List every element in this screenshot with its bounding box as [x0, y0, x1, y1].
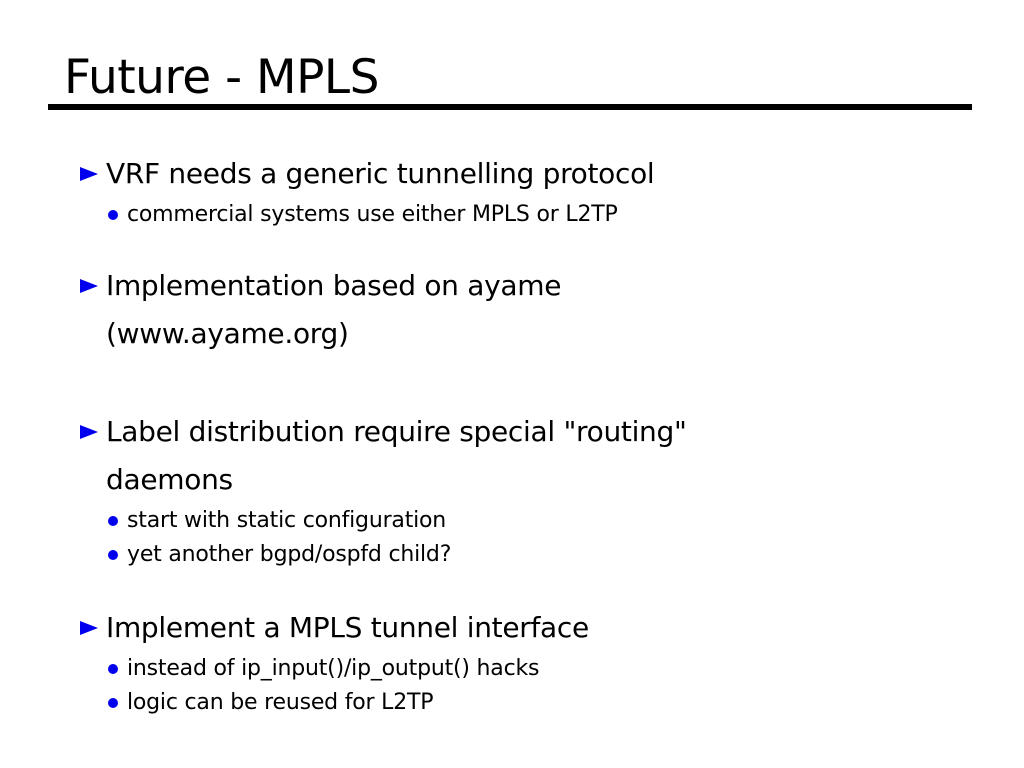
sub-bullet-line: start with static configuration: [108, 504, 990, 538]
sub-bullet-text: commercial systems use either MPLS or L2…: [127, 202, 618, 227]
dot-bullet-icon: [108, 698, 118, 708]
slide-content: VRF needs a generic tunnelling protocol …: [80, 150, 990, 720]
triangle-bullet-icon: [80, 425, 98, 439]
bullet-text: daemons: [106, 463, 233, 496]
dot-bullet-icon: [108, 664, 118, 674]
triangle-bullet-icon: [80, 167, 98, 181]
sub-bullet-text: logic can be reused for L2TP: [127, 690, 434, 715]
bullet-line: VRF needs a generic tunnelling protocol: [80, 150, 990, 198]
sub-bullet-text: instead of ip_input()/ip_output() hacks: [127, 656, 540, 681]
sub-bullet-text: start with static configuration: [127, 508, 447, 533]
bullet-text: Implement a MPLS tunnel interface: [106, 611, 589, 644]
triangle-bullet-icon: [80, 621, 98, 635]
sub-bullet-line: commercial systems use either MPLS or L2…: [108, 198, 990, 232]
bullet-group-label-distribution: Label distribution require special "rout…: [80, 408, 990, 572]
bullet-text: (www.ayame.org): [106, 317, 349, 350]
bullet-text: Label distribution require special "rout…: [106, 415, 687, 448]
sub-bullet-line: yet another bgpd/ospfd child?: [108, 538, 990, 572]
bullet-group-ayame: Implementation based on ayame (www.ayame…: [80, 262, 990, 358]
sub-bullet-text: yet another bgpd/ospfd child?: [127, 542, 452, 567]
bullet-line: Implementation based on ayame: [80, 262, 990, 310]
bullet-line-continuation: daemons: [80, 456, 990, 504]
bullet-line: Implement a MPLS tunnel interface: [80, 604, 990, 652]
title-underline: [48, 104, 972, 110]
bullet-group-mpls-tunnel-interface: Implement a MPLS tunnel interface instea…: [80, 604, 990, 720]
dot-bullet-icon: [108, 550, 118, 560]
slide-title: Future - MPLS: [64, 50, 379, 105]
dot-bullet-icon: [108, 210, 118, 220]
bullet-line-continuation: (www.ayame.org): [80, 310, 990, 358]
triangle-bullet-icon: [80, 279, 98, 293]
sub-bullet-line: logic can be reused for L2TP: [108, 686, 990, 720]
dot-bullet-icon: [108, 516, 118, 526]
bullet-text: VRF needs a generic tunnelling protocol: [106, 157, 655, 190]
sub-bullet-line: instead of ip_input()/ip_output() hacks: [108, 652, 990, 686]
bullet-group-vrf: VRF needs a generic tunnelling protocol …: [80, 150, 990, 232]
bullet-line: Label distribution require special "rout…: [80, 408, 990, 456]
bullet-text: Implementation based on ayame: [106, 269, 562, 302]
